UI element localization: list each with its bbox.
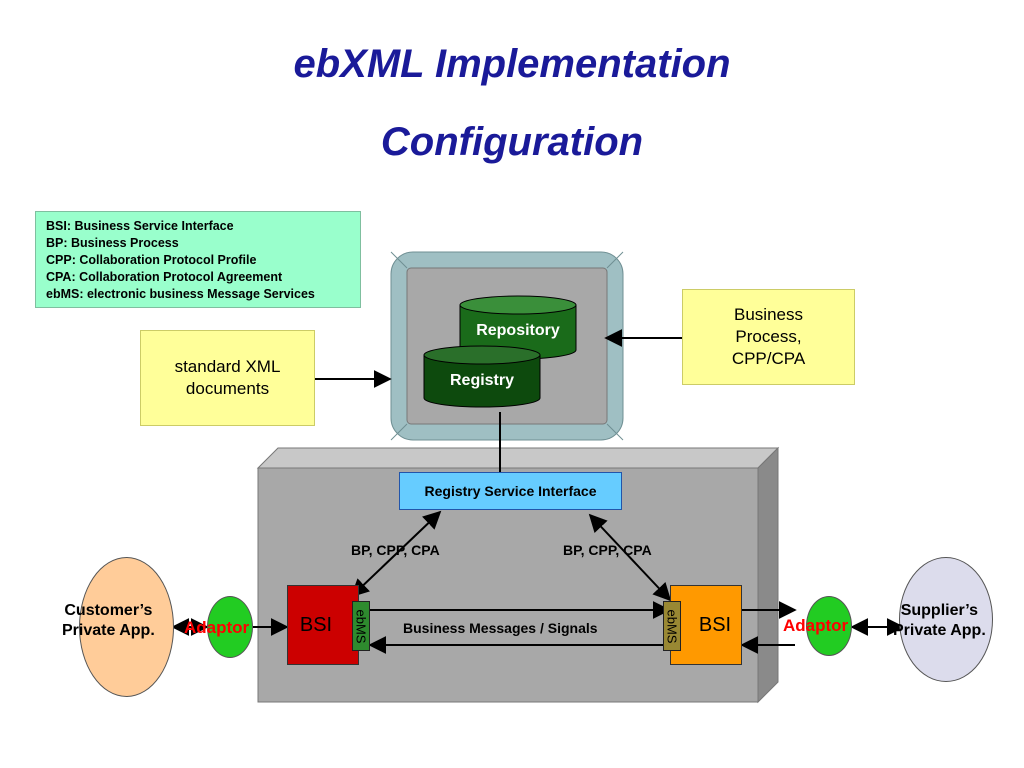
customer-bsi-box: BSI	[287, 585, 359, 665]
supplier-line: Supplier’s	[900, 602, 979, 619]
legend-item: CPP: Collaboration Protocol Profile	[46, 253, 257, 267]
registry-service-interface-box: Registry Service Interface	[399, 472, 622, 510]
supplier-ebms-box: ebMS	[663, 601, 681, 651]
messages-label: Business Messages / Signals	[403, 620, 598, 636]
legend-item: CPA: Collaboration Protocol Agreement	[46, 270, 283, 284]
registry-label: Registry	[449, 372, 515, 389]
customer-app-oval	[79, 557, 174, 697]
repository-label: Repository	[476, 322, 560, 339]
acronym-legend: BSI: Business Service Interface BP: Busi…	[35, 211, 361, 308]
customer-adaptor-oval	[207, 596, 253, 658]
customer-ebms-label: ebMS	[353, 609, 369, 643]
xml-documents-note: standard XML documents	[140, 330, 315, 426]
title-line-2: Configuration	[380, 120, 644, 164]
supplier-app-label: Supplier’s Private App.	[893, 601, 986, 641]
legend-item: ebMS: electronic business Message Servic…	[46, 287, 315, 301]
right-bp-arrow	[588, 513, 672, 602]
business-process-note: Business Process, CPP/CPA	[682, 289, 855, 385]
left-bp-arrow	[350, 510, 442, 598]
customer-app-label: Customer’s Private App.	[62, 601, 155, 641]
xml-note-line: documents	[185, 379, 270, 398]
bp-note-line: Business	[734, 305, 803, 324]
customer-line: Customer’s	[64, 602, 153, 619]
registry-cylinder	[423, 345, 541, 408]
supplier-adaptor-oval	[806, 596, 852, 656]
customer-ebms-box: ebMS	[352, 601, 370, 651]
bp-note-line: Process,	[735, 327, 802, 346]
title-line-1: ebXML Implementation	[293, 42, 731, 86]
legend-item: BSI: Business Service Interface	[46, 219, 234, 233]
right-link-label: BP, CPP, CPA	[563, 542, 652, 558]
supplier-line: Private App.	[893, 622, 986, 639]
xml-note-line: standard XML	[174, 357, 281, 376]
customer-adaptor-label: Adaptor	[184, 618, 250, 637]
bp-note-line: CPP/CPA	[731, 349, 806, 368]
supplier-app-oval	[899, 557, 993, 682]
supplier-bsi-label: BSI	[698, 613, 732, 636]
supplier-ebms-label: ebMS	[664, 609, 680, 643]
supplier-adaptor-label: Adaptor	[783, 616, 849, 635]
customer-bsi-label: BSI	[299, 613, 333, 636]
supplier-bsi-box: BSI	[670, 585, 742, 665]
legend-item: BP: Business Process	[46, 236, 179, 250]
left-link-label: BP, CPP, CPA	[351, 542, 440, 558]
customer-line: Private App.	[62, 622, 155, 639]
